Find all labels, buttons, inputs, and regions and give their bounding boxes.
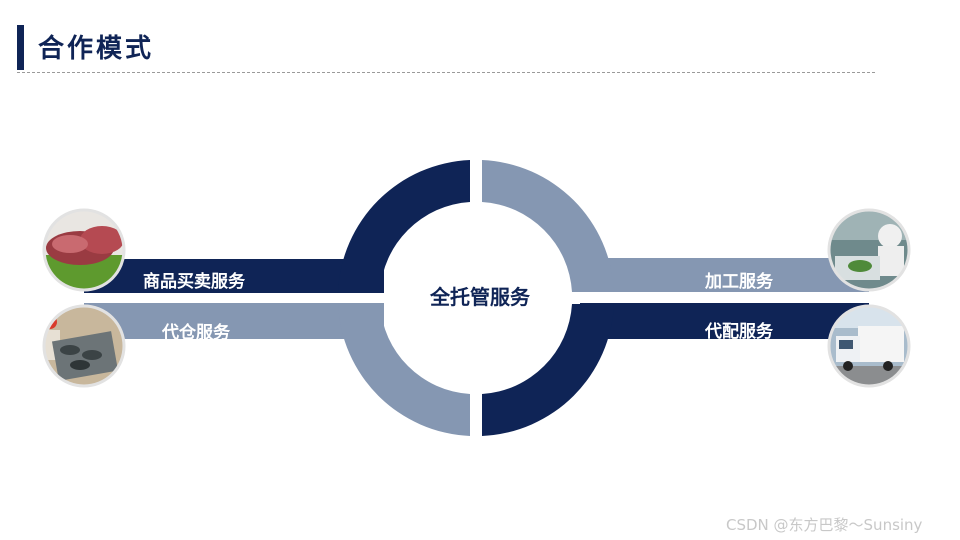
ring-bottom-left <box>338 304 470 436</box>
ring-top-right <box>482 160 614 292</box>
service-label-processing: 加工服务 <box>705 267 773 292</box>
service-label-trading: 商品买卖服务 <box>143 267 245 292</box>
ring-top-left <box>338 160 470 292</box>
service-label-delivery: 代配服务 <box>705 317 773 342</box>
service-label-warehousing: 代仓服务 <box>162 318 230 343</box>
ring-bottom-right <box>482 304 614 436</box>
center-label: 全托管服务 <box>410 281 550 310</box>
watermark: CSDN @东方巴黎～Sunsiny <box>726 514 922 535</box>
